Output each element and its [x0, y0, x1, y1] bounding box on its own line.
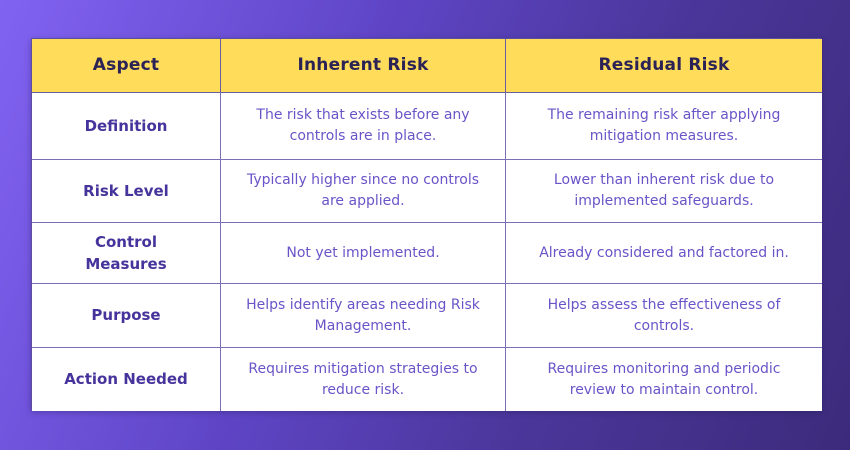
cell-definition-residual: The remaining risk after applying mitiga… — [506, 93, 822, 160]
cell-risk-level-inherent: Typically higher since no controls are a… — [221, 160, 506, 223]
cell-action-needed-residual: Requires monitoring and periodic review … — [506, 348, 822, 411]
cell-action-needed-inherent: Requires mitigation strategies to reduce… — [221, 348, 506, 411]
risk-comparison-table: Aspect Inherent Risk Residual Risk Defin… — [31, 38, 822, 411]
row-label-risk-level: Risk Level — [32, 160, 221, 223]
row-label-purpose: Purpose — [32, 284, 221, 348]
cell-definition-inherent: The risk that exists before any controls… — [221, 93, 506, 160]
row-label-definition: Definition — [32, 93, 221, 160]
cell-purpose-inherent: Helps identify areas needing Risk Manage… — [221, 284, 506, 348]
row-label-action-needed: Action Needed — [32, 348, 221, 411]
header-cell-inherent-risk: Inherent Risk — [221, 39, 506, 93]
header-cell-residual-risk: Residual Risk — [506, 39, 822, 93]
cell-control-measures-inherent: Not yet implemented. — [221, 223, 506, 284]
row-label-control-measures: Control Measures — [32, 223, 221, 284]
header-cell-aspect: Aspect — [32, 39, 221, 93]
cell-purpose-residual: Helps assess the effectiveness of contro… — [506, 284, 822, 348]
cell-control-measures-residual: Already considered and factored in. — [506, 223, 822, 284]
cell-risk-level-residual: Lower than inherent risk due to implemen… — [506, 160, 822, 223]
